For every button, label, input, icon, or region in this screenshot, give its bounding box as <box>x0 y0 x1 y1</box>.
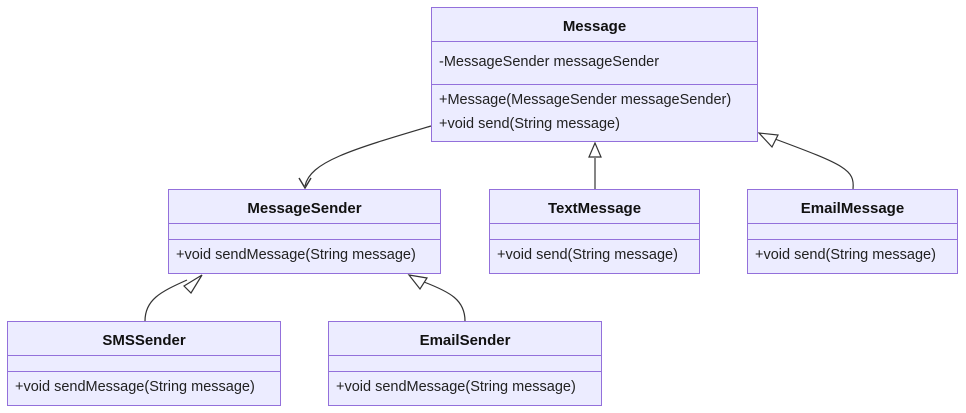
class-method: +void sendMessage(String message) <box>336 379 576 395</box>
edge-message-to-messagesender <box>304 125 432 187</box>
inheritance-arrowhead <box>407 274 428 291</box>
class-title: SMSSender <box>102 332 186 349</box>
class-messagesender: MessageSender +void sendMessage(String m… <box>168 189 441 274</box>
class-title: Message <box>562 18 627 35</box>
class-method: +void send(String message) <box>755 247 936 263</box>
class-textmessage: TextMessage +void send(String message) <box>489 189 700 274</box>
class-method: +void send(String message) <box>497 247 678 263</box>
class-divider <box>329 371 601 372</box>
class-emailmessage: EmailMessage +void send(String message) <box>747 189 958 274</box>
class-divider <box>748 239 957 240</box>
edge-smssender-to-messagesender <box>144 279 188 322</box>
class-title: EmailMessage <box>800 200 905 217</box>
edge-emailsender-to-messagesender <box>423 281 466 322</box>
inheritance-arrowhead <box>183 274 203 294</box>
class-method: +Message(MessageSender messageSender) <box>439 92 732 108</box>
class-divider <box>432 84 757 85</box>
association-arrowhead <box>298 177 312 190</box>
class-attribute: -MessageSender messageSender <box>439 54 660 70</box>
class-divider <box>169 223 440 224</box>
inheritance-arrowhead <box>757 132 779 149</box>
class-divider <box>432 41 757 42</box>
class-method: +void sendMessage(String message) <box>15 379 255 395</box>
class-divider <box>490 239 699 240</box>
class-title: EmailSender <box>419 332 511 349</box>
class-method: +void send(String message) <box>439 116 620 132</box>
class-title: TextMessage <box>547 200 642 217</box>
class-emailsender: EmailSender +void sendMessage(String mes… <box>328 321 602 406</box>
class-divider <box>8 371 280 372</box>
edge-emailmessage-to-message <box>774 138 854 190</box>
inheritance-arrowhead <box>588 141 602 158</box>
class-message: Message -MessageSender messageSender +Me… <box>431 7 758 142</box>
class-title: MessageSender <box>247 200 362 217</box>
class-divider <box>169 239 440 240</box>
class-divider <box>329 355 601 356</box>
class-smssender: SMSSender +void sendMessage(String messa… <box>7 321 281 406</box>
class-method: +void sendMessage(String message) <box>176 247 416 263</box>
class-divider <box>748 223 957 224</box>
class-divider <box>490 223 699 224</box>
class-divider <box>8 355 280 356</box>
